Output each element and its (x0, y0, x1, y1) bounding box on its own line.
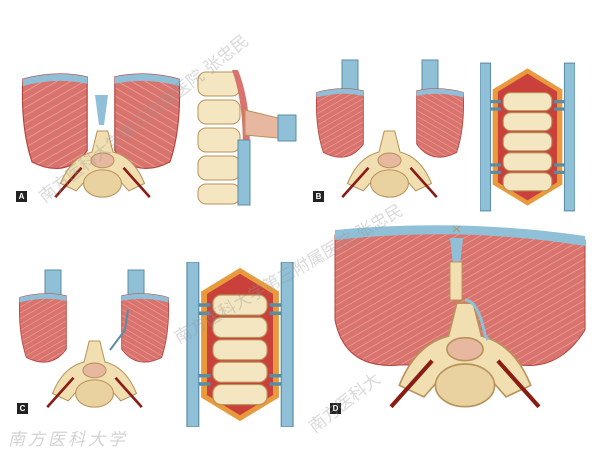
panel-b-posterior-exposure (480, 62, 575, 212)
right-paraspinal-muscle (416, 88, 465, 158)
interspinous-ligament (95, 95, 108, 125)
panel-label-b: B (313, 191, 324, 202)
suture-icon (452, 225, 461, 233)
panel-d-axial-closure (334, 225, 586, 407)
panel-a-lateral-view (195, 70, 297, 206)
fixation-rod (109, 309, 129, 351)
fixation-plate (464, 298, 490, 341)
retractor-blade (237, 139, 251, 206)
left-paraspinal-muscle (18, 293, 67, 363)
left-paraspinal-muscle (315, 88, 364, 158)
panel-label-d: D (330, 403, 341, 414)
watermark-logo: 南方医科大学 (8, 430, 128, 450)
panel-label-a: A (16, 191, 27, 202)
panel-a-axial-section (21, 73, 181, 199)
panel-label-c: C (17, 403, 28, 414)
panel-b-axial-section (315, 59, 465, 199)
panel-c-axial-section (18, 269, 170, 409)
right-paraspinal-muscle (121, 293, 170, 363)
